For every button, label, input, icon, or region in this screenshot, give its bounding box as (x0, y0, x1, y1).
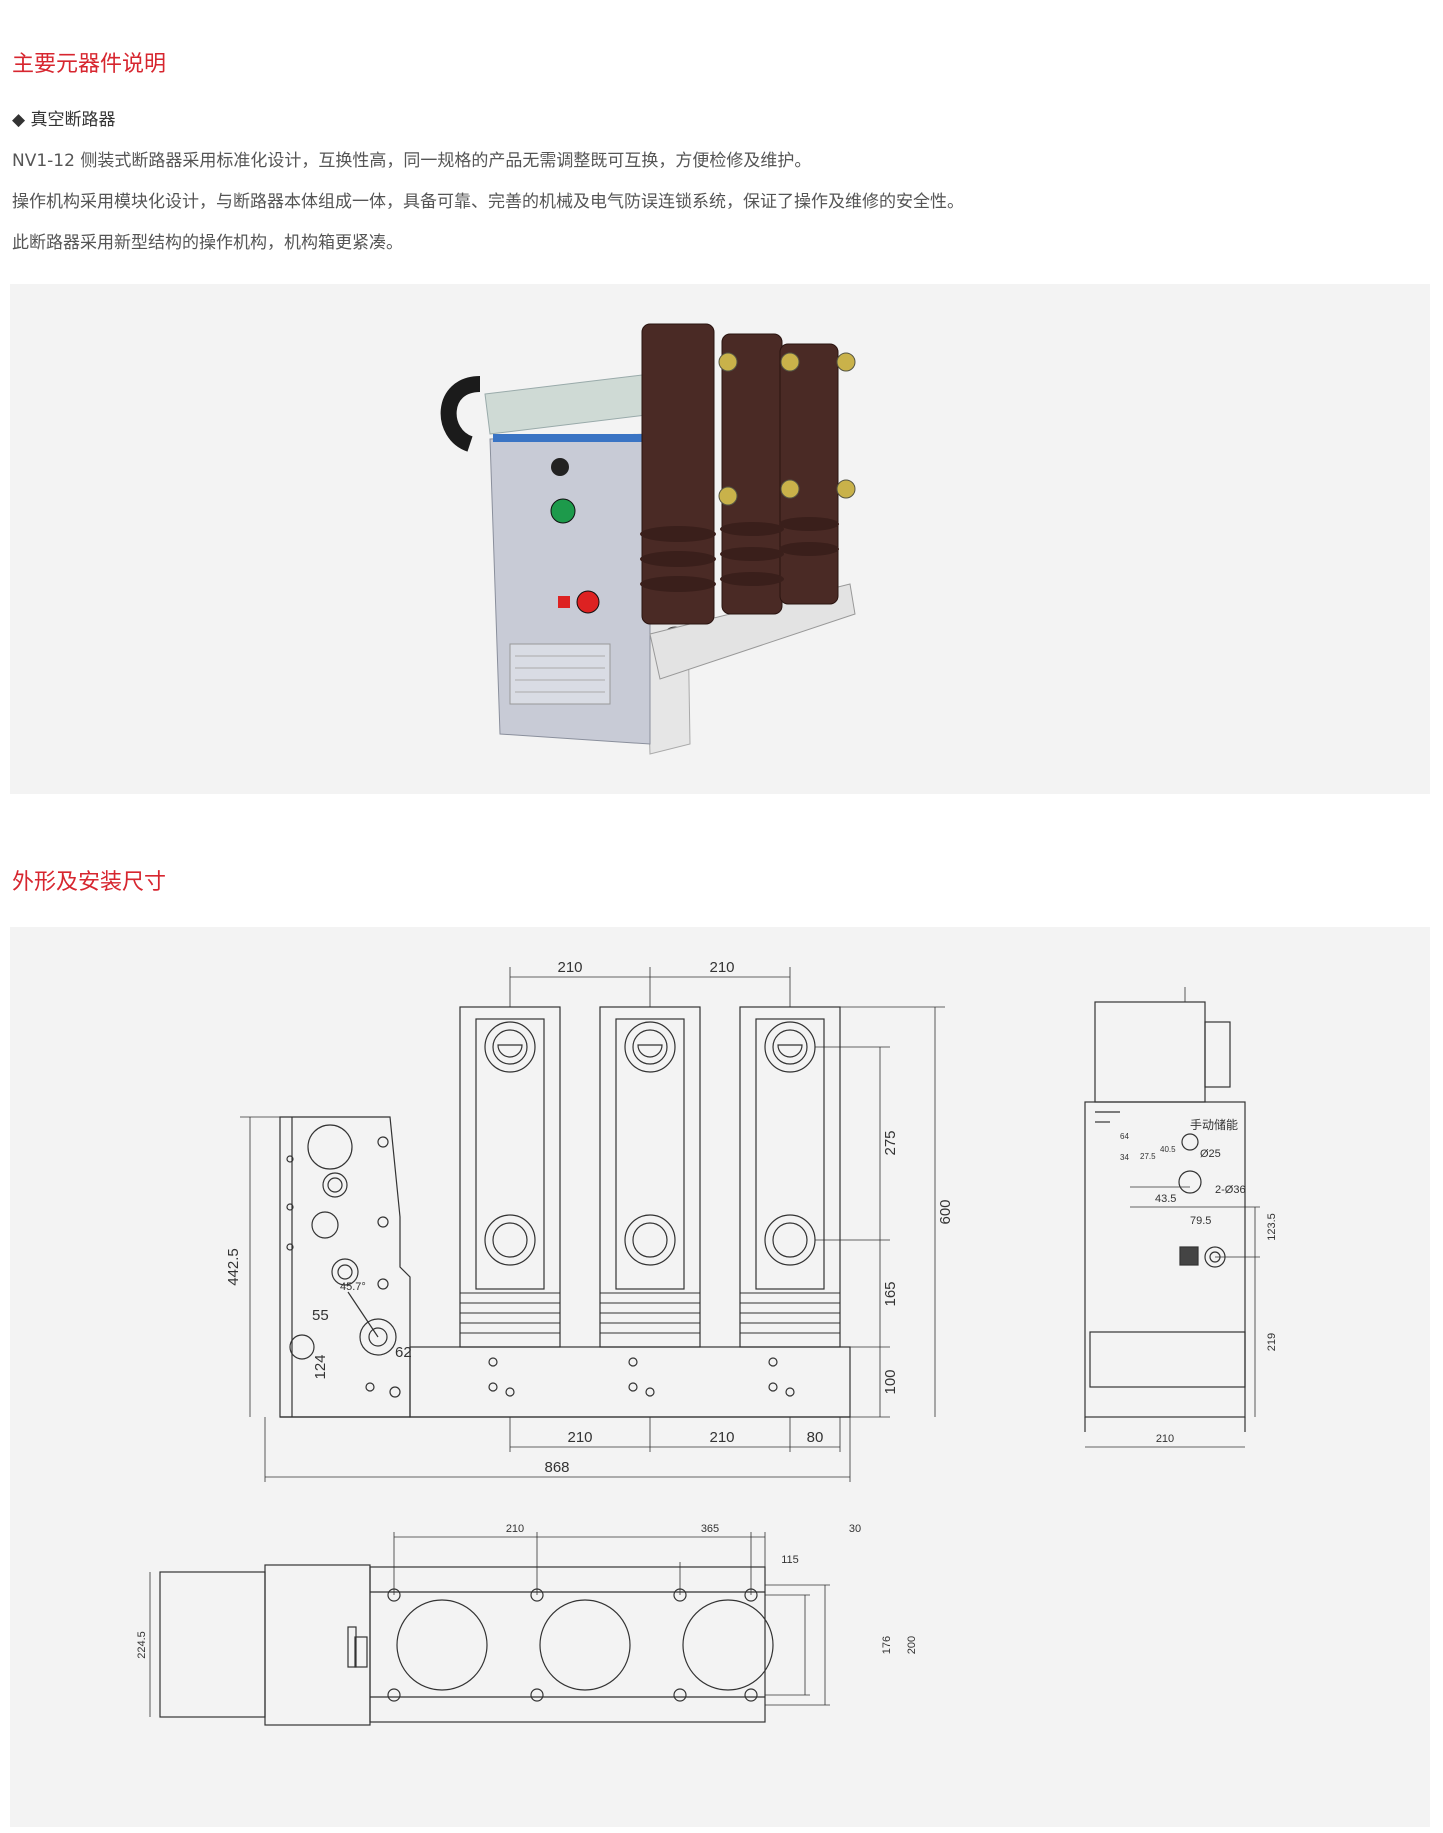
dim-165: 165 (882, 1281, 899, 1306)
dim-top-view-210: 210 (506, 1523, 524, 1535)
dim-side-210: 210 (1156, 1433, 1174, 1445)
dim-868: 868 (544, 1459, 569, 1476)
dim-275: 275 (882, 1130, 899, 1155)
dim-top-view-224-5: 224.5 (136, 1631, 148, 1659)
paragraph-1: NV1-12 侧装式断路器采用标准化设计，互换性高，同一规格的产品无需调整既可互… (12, 151, 812, 171)
dim-top-210-a: 210 (557, 959, 582, 976)
dim-100: 100 (882, 1369, 899, 1394)
circuit-breaker-image (440, 323, 856, 755)
dim-side-43-5: 43.5 (1155, 1193, 1176, 1205)
dim-top-view-176: 176 (881, 1636, 893, 1654)
dimension-drawing: 210 210 275 600 165 100 442.5 210 210 80… (136, 959, 1278, 1726)
dim-600: 600 (937, 1199, 954, 1224)
dim-side-27-5: 27.5 (1140, 1152, 1156, 1161)
dim-45-7: 45.7° (340, 1281, 366, 1293)
dim-80: 80 (807, 1429, 824, 1446)
product-photo-panel (10, 284, 1430, 794)
dim-side-64: 64 (1120, 1132, 1129, 1141)
dim-bottom-210-a: 210 (567, 1429, 592, 1446)
subheading-vacuum-breaker: ◆ 真空断路器 (12, 110, 116, 130)
paragraph-2: 操作机构采用模块化设计，与断路器本体组成一体，具备可靠、完善的机械及电气防误连锁… (12, 192, 964, 212)
dim-62: 62 (395, 1344, 412, 1361)
paragraph-3: 此断路器采用新型结构的操作机构，机构箱更紧凑。 (12, 233, 403, 253)
dim-124: 124 (312, 1354, 329, 1379)
dim-side-25: Ø25 (1200, 1148, 1221, 1160)
dim-side-123-5: 123.5 (1266, 1213, 1278, 1241)
section-title-components: 主要元器件说明 (12, 52, 167, 77)
dim-side-34: 34 (1120, 1153, 1129, 1162)
dim-442-5: 442.5 (225, 1248, 242, 1286)
section-title-dimensions: 外形及安装尺寸 (12, 870, 167, 895)
dim-top-view-30: 30 (849, 1523, 861, 1535)
dim-55: 55 (312, 1307, 329, 1324)
dim-top-view-365: 365 (701, 1523, 719, 1535)
dim-side-79-5: 79.5 (1190, 1215, 1211, 1227)
dimension-drawing-panel: 210 210 275 600 165 100 442.5 210 210 80… (10, 927, 1430, 1827)
dim-top-view-115: 115 (781, 1554, 799, 1566)
dim-top-view-200: 200 (906, 1636, 918, 1654)
dim-side-219: 219 (1266, 1333, 1278, 1351)
dim-side-40-5: 40.5 (1160, 1145, 1176, 1154)
dim-top-210-b: 210 (709, 959, 734, 976)
dim-side-36: 2-Ø36 (1215, 1184, 1246, 1196)
dim-bottom-210-b: 210 (709, 1429, 734, 1446)
label-manual-charge: 手动储能 (1190, 1117, 1238, 1132)
